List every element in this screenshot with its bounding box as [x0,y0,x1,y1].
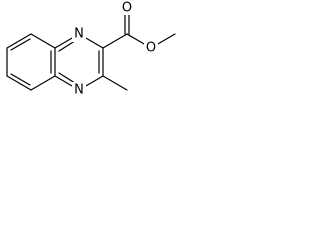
bond-c5-c6-inner [10,38,31,51]
nitrogen-label-top: N [74,27,84,42]
oxygen-label-carbonyl: O [122,1,132,16]
bond-c5-c6 [6,33,32,49]
structure-canvas: N N O O [0,0,219,136]
nitrogen-label-bottom: N [74,83,84,98]
oxygen-label-ester: O [146,41,156,56]
n1-label-bg [72,26,86,42]
ester-o-label-bg [144,40,158,56]
molecule-diagram: N N O O [6,1,176,98]
bond-c8-c8a [30,75,56,91]
bond-c3-methyl [102,75,128,91]
bond-c4a-c5 [30,33,56,49]
bond-c7-c8 [6,75,32,91]
bond-c2-carbonyl-c [102,33,128,49]
atom-labels: N N O O [72,1,158,98]
n4-label-bg [72,82,86,98]
carbonyl-o-label-bg [120,1,134,15]
bond-c7-c8-inner [10,73,31,86]
